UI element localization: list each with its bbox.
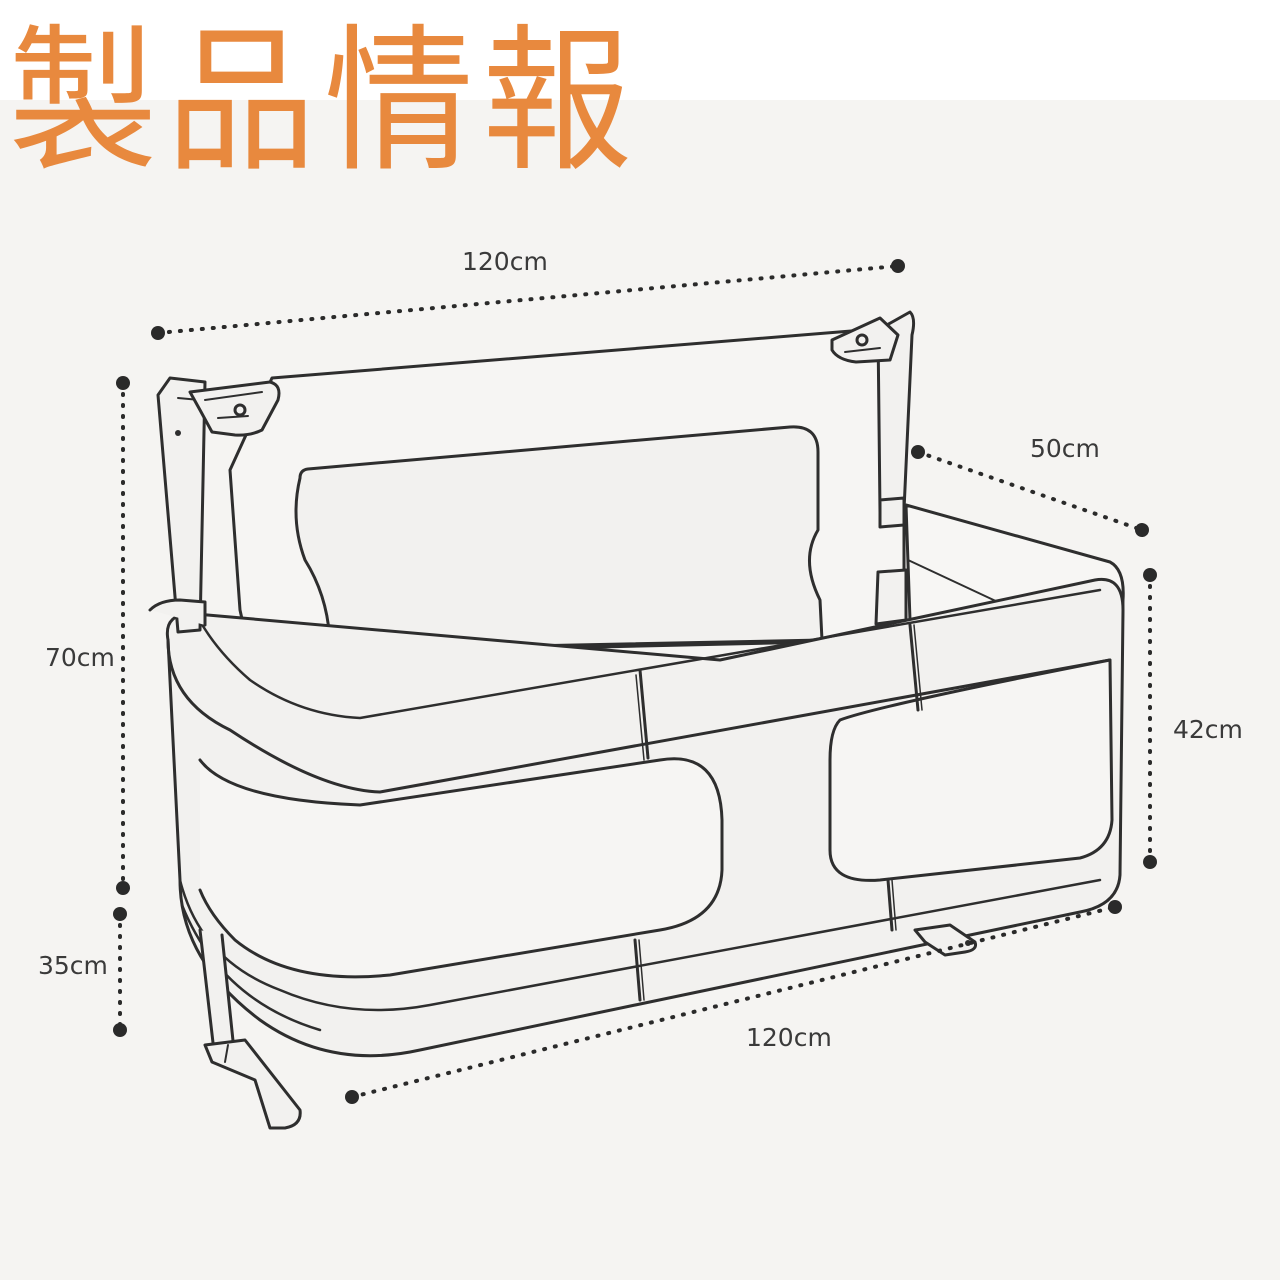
page-title: 製品情報: [8, 11, 641, 194]
right-post: [830, 310, 916, 626]
label-total-height: 70cm: [45, 643, 115, 672]
left-leg: [198, 928, 302, 1130]
dimension-endpoints: [113, 259, 1157, 1104]
left-post: [148, 376, 281, 634]
label-bed-height: 42cm: [1173, 715, 1243, 744]
bottom-width-line: [350, 905, 1117, 1099]
dimension-lines: [118, 264, 1152, 1099]
label-top-width: 120cm: [462, 247, 548, 276]
right-leg: [913, 923, 977, 957]
label-depth: 50cm: [1030, 434, 1100, 463]
label-bottom-width: 120cm: [746, 1023, 832, 1052]
bassinet-body: [165, 577, 1125, 1058]
label-leg-height: 35cm: [38, 951, 108, 980]
back-panel: [228, 326, 906, 657]
top-width-line: [156, 264, 900, 335]
depth-line: [916, 450, 1144, 532]
